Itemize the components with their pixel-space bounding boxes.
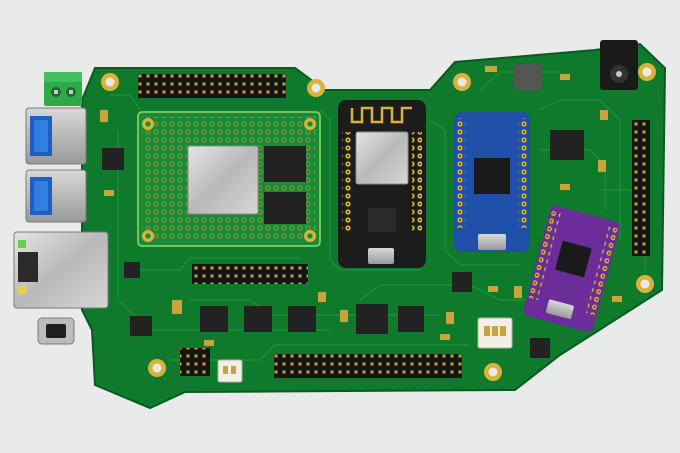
ic-chip — [130, 316, 152, 336]
ic-chip — [244, 306, 272, 332]
usb-port-bottom — [25, 169, 87, 223]
micro-usb-port — [545, 299, 574, 319]
module-hole — [142, 118, 154, 130]
ic-chip — [124, 262, 140, 278]
slide-switch — [37, 317, 75, 345]
jst-connector — [477, 317, 513, 349]
ic-chip — [356, 304, 388, 334]
pin-header-top — [138, 74, 286, 98]
dc-barrel-jack — [600, 40, 638, 90]
mounting-hole — [101, 73, 119, 91]
blue-module — [454, 112, 530, 252]
jst-connector — [217, 359, 243, 383]
pin-header-middle — [192, 264, 308, 284]
ic-chip — [530, 338, 550, 358]
purple-module — [523, 205, 620, 332]
mounting-hole — [307, 79, 325, 97]
memory-chip — [264, 192, 306, 224]
inductor — [514, 64, 542, 90]
mcu-chip — [474, 158, 510, 194]
ic-chips — [102, 130, 584, 358]
ic-chip — [102, 148, 124, 170]
usb-port-top — [25, 107, 87, 165]
micro-usb-port — [368, 248, 394, 264]
usb-serial-chip — [368, 208, 396, 232]
antenna-trace — [350, 106, 412, 124]
ic-chip — [452, 272, 472, 292]
ethernet-jack — [13, 231, 109, 309]
soc-shield — [187, 145, 259, 215]
pin-header-bottom — [274, 354, 462, 378]
mounting-hole — [636, 275, 654, 293]
mounting-hole — [453, 73, 471, 91]
pin-header-small — [180, 348, 210, 376]
module-hole — [304, 230, 316, 242]
module-hole — [304, 118, 316, 130]
memory-chip — [264, 146, 306, 182]
micro-usb-port — [478, 234, 506, 250]
mounting-hole — [484, 363, 502, 381]
passive-components — [100, 66, 622, 346]
ic-chip — [398, 306, 424, 332]
ic-chip — [550, 130, 584, 160]
module-hole — [142, 230, 154, 242]
main-module — [137, 111, 321, 247]
mcu-chip — [554, 240, 592, 278]
ic-chip — [288, 306, 316, 332]
mounting-hole — [148, 359, 166, 377]
terminal-block — [44, 72, 82, 106]
ic-chip — [200, 306, 228, 332]
mounting-hole — [638, 63, 656, 81]
mounting-holes — [101, 63, 656, 381]
pin-header-right — [632, 120, 650, 256]
esp-module — [338, 100, 426, 268]
wifi-shield — [355, 131, 409, 185]
